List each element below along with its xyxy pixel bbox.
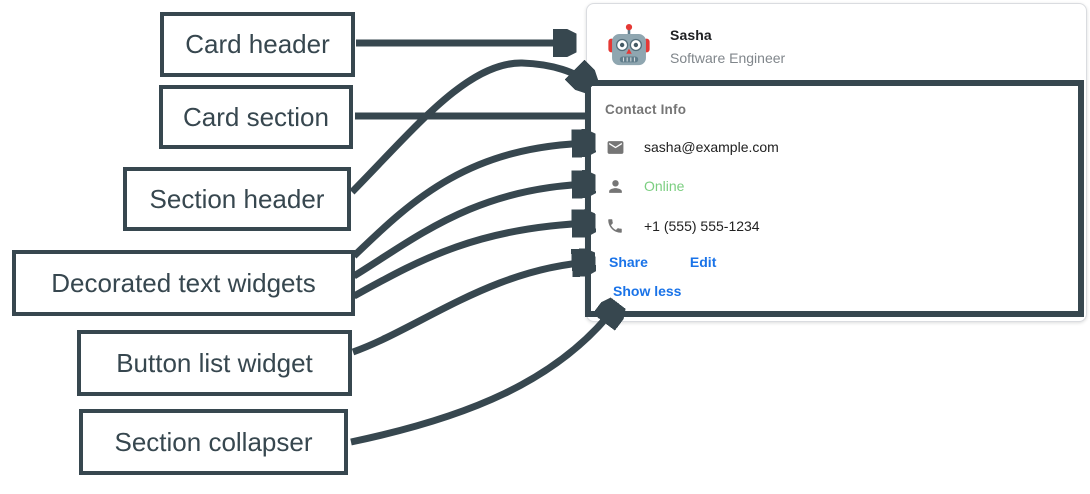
contact-card: Sasha Software Engineer Contact Info sas… — [586, 3, 1087, 322]
label-section-collapser: Section collapser — [79, 409, 348, 475]
label-card-header: Card header — [160, 12, 355, 77]
button-list-arrow — [351, 262, 592, 356]
show-less-button[interactable]: Show less — [613, 283, 682, 299]
card-header-name: Sasha — [670, 27, 712, 43]
person-icon — [605, 176, 625, 196]
card-header-subtitle: Software Engineer — [670, 50, 786, 66]
phone-icon — [605, 216, 625, 236]
phone-arrow — [352, 223, 592, 300]
phone-text: +1 (555) 555-1234 — [644, 218, 760, 234]
label-section-header: Section header — [123, 167, 351, 231]
email-text: sasha@example.com — [644, 139, 779, 155]
section-header-title: Contact Info — [605, 102, 687, 117]
decorated-text-phone: +1 (555) 555-1234 — [605, 216, 760, 236]
edit-button[interactable]: Edit — [689, 254, 717, 270]
share-button[interactable]: Share — [609, 254, 648, 270]
status-text: Online — [644, 178, 685, 194]
label-decorated-text-widgets: Decorated text widgets — [12, 250, 355, 316]
label-card-section: Card section — [159, 85, 353, 149]
section-collapser-arrow — [350, 306, 616, 446]
robot-avatar — [608, 24, 650, 66]
section-header-arrow — [349, 59, 589, 195]
email-arrow — [351, 143, 592, 259]
decorated-text-status: Online — [605, 176, 684, 196]
button-list: Share Edit — [609, 254, 716, 270]
online-arrow — [352, 184, 592, 279]
decorated-text-email: sasha@example.com — [605, 137, 779, 157]
label-button-list-widget: Button list widget — [77, 330, 352, 396]
email-icon — [605, 137, 625, 157]
